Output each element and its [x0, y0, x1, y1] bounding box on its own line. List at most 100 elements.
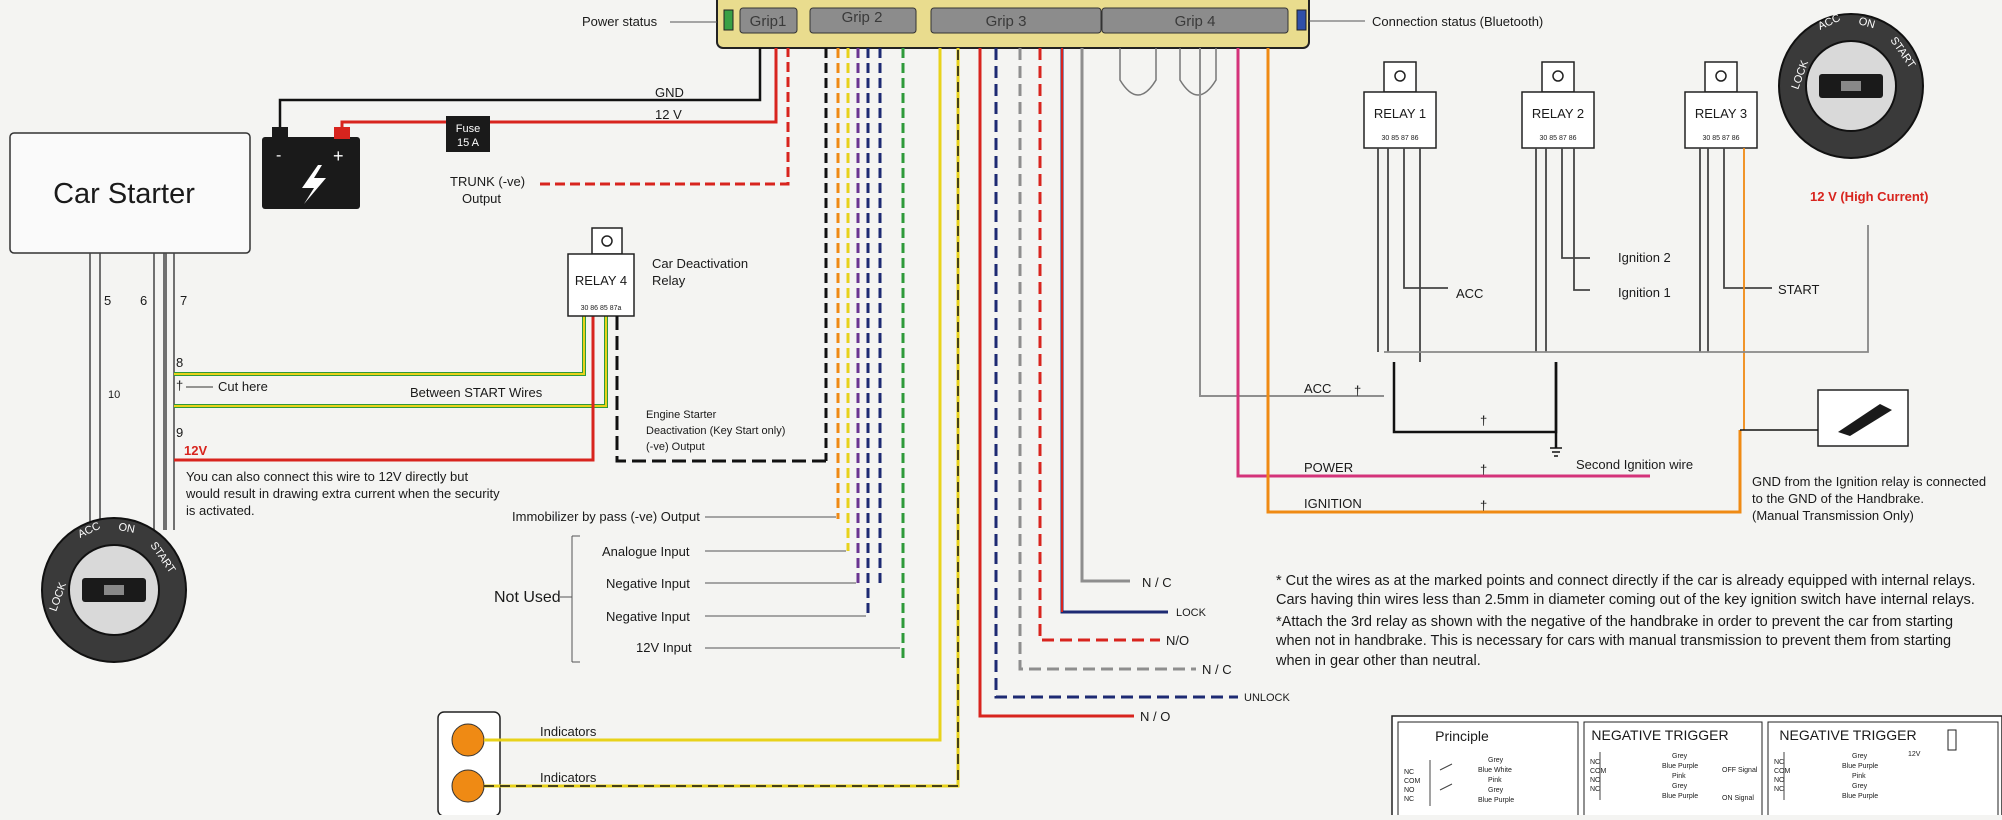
neg1-row-nc2: NC [1590, 786, 1600, 793]
between-start-label: Between START Wires [410, 385, 543, 400]
relay2-pins: 30 85 87 86 [1540, 135, 1577, 142]
principle-wire-4: Grey [1488, 787, 1504, 794]
power-status-led [723, 9, 734, 31]
relay1-pins: 30 85 87 86 [1382, 135, 1419, 142]
control-module: Grip1 Grip 2 Grip 3 Grip 4 [716, 0, 1310, 49]
second-ignition-label: Second Ignition wire [1576, 457, 1693, 472]
neg2-wire-1: Grey [1852, 753, 1868, 760]
neg2-row-no: NO [1774, 777, 1785, 784]
v12-label: 12 V [655, 107, 682, 122]
gnd-label: GND [655, 85, 684, 100]
ignition1-label: Ignition 1 [1618, 285, 1671, 300]
gnd-note-line1: GND from the Ignition relay is connected [1752, 474, 1986, 489]
on-signal-label: ON Signal [1722, 795, 1754, 802]
svg-text:-: - [276, 147, 281, 164]
engine-label-2: Deactivation (Key Start only) [646, 425, 785, 437]
neg1-wire-3: Pink [1672, 773, 1686, 780]
indicators-label-1: Indicators [540, 724, 597, 739]
note-12v-line3: is activated. [186, 503, 255, 518]
battery: - + [262, 127, 360, 209]
relay2-label: RELAY 2 [1532, 106, 1584, 121]
car-starter-label: Car Starter [53, 178, 195, 210]
negative-trigger-2-header: NEGATIVE TRIGGER [1779, 727, 1916, 743]
immobilizer-label: Immobilizer by pass (-ve) Output [512, 509, 700, 524]
start-relay-label: START [1778, 282, 1819, 297]
trunk-label-2: Output [462, 191, 501, 206]
connection-status-label: Connection status (Bluetooth) [1372, 14, 1543, 29]
neg2-row-com: COM [1774, 768, 1791, 775]
fuse [446, 116, 490, 152]
engine-label-1: Engine Starter [646, 409, 717, 421]
negative-input-1-label: Negative Input [606, 576, 690, 591]
note-line4: when not in handbrake. This is necessary… [1275, 633, 1951, 649]
wire-5-label: 5 [104, 293, 111, 308]
lock-label: LOCK [1176, 607, 1207, 619]
unlock-label: UNLOCK [1244, 692, 1291, 704]
power-status-label: Power status [582, 14, 658, 29]
negative-trigger-1-header: NEGATIVE TRIGGER [1591, 727, 1728, 743]
note-line5: when in gear other than neutral. [1275, 653, 1481, 669]
engine-label-3: (-ve) Output [646, 441, 705, 453]
indicator-bulb-1 [451, 723, 485, 757]
acc-relay-label: ACC [1456, 286, 1483, 301]
relay1-label: RELAY 1 [1374, 106, 1426, 121]
cut-mark: † [176, 378, 183, 393]
car-starter-box [9, 132, 251, 254]
ignition-wire-label: IGNITION [1304, 496, 1362, 511]
relay3-label: RELAY 3 [1695, 106, 1747, 121]
gnd-note-line2: to the GND of the Handbrake. [1752, 491, 1924, 506]
principle-row-nc: NC [1404, 769, 1414, 776]
cut-mark-acc: † [1354, 383, 1361, 398]
neg1-wire-1: Grey [1672, 753, 1688, 760]
principle-wire-1: Grey [1488, 757, 1504, 764]
wire-10-label: 10 [108, 389, 120, 401]
analogue-input-label: Analogue Input [602, 544, 690, 559]
neg1-row-com: COM [1590, 768, 1607, 775]
relay4-pins: 30 86 85 87a [581, 305, 622, 312]
note-line2: Cars having thin wires less than 2.5mm i… [1276, 592, 1975, 608]
neg1-row-nc: NC [1590, 759, 1600, 766]
wire-8-label: 8 [176, 355, 183, 370]
principle-row-no: NO [1404, 787, 1415, 794]
ignition-switch-right: LOCK ACC ON START [1778, 12, 1924, 159]
note-line3: *Attach the 3rd relay as shown with the … [1276, 614, 1953, 630]
ignition-switch-left: LOCK ACC ON START [41, 517, 187, 663]
neg1-wire-4: Grey [1672, 783, 1688, 790]
ignition-right-on: ON [1857, 15, 1876, 31]
grip4-label: Grip 4 [1175, 13, 1216, 30]
relay-3: RELAY 3 30 85 87 86 [1684, 61, 1758, 149]
v12-red-label: 12V [184, 443, 207, 458]
trunk-label-1: TRUNK (-ve) [450, 174, 525, 189]
relay3-pins: 30 85 87 86 [1703, 135, 1740, 142]
cut-mark-ignition: † [1480, 498, 1487, 513]
gnd-note-line3: (Manual Transmission Only) [1752, 508, 1914, 523]
principle-wire-5: Blue Purple [1478, 797, 1514, 804]
note-12v-line1: You can also connect this wire to 12V di… [186, 469, 468, 484]
relay-4: RELAY 4 30 86 85 87a [567, 227, 635, 317]
wire-6-label: 6 [140, 293, 147, 308]
cut-mark-gnd: † [1480, 413, 1487, 428]
relay-1: RELAY 1 30 85 87 86 [1363, 61, 1437, 149]
input-12v-label: 12V Input [636, 640, 692, 655]
grip2-label: Grip 2 [842, 9, 883, 26]
wire-9-label: 9 [176, 425, 183, 440]
fuse-label-2: 15 A [457, 137, 480, 149]
deactivation-label-1: Car Deactivation [652, 256, 748, 271]
neg2-row-nc: NC [1774, 759, 1784, 766]
fuse-label-1: Fuse [456, 123, 480, 135]
cut-mark-power: † [1480, 462, 1487, 477]
negative-input-2-label: Negative Input [606, 609, 690, 624]
ignition-left-on: ON [117, 521, 135, 536]
note-line1: * Cut the wires as at the marked points … [1276, 573, 1976, 589]
principle-row-nc2: NC [1404, 796, 1414, 803]
not-used-label: Not Used [494, 589, 561, 606]
neg1-wire-2: Blue Purple [1662, 763, 1698, 770]
principle-header: Principle [1435, 728, 1489, 744]
no1-label: N/O [1166, 633, 1189, 648]
neg2-row-nc2: NC [1774, 786, 1784, 793]
high-current-label: 12 V (High Current) [1810, 189, 1928, 204]
indicators-label-2: Indicators [540, 770, 597, 785]
relay-2: RELAY 2 30 85 87 86 [1521, 61, 1595, 149]
nc2-label: N / C [1202, 662, 1232, 677]
